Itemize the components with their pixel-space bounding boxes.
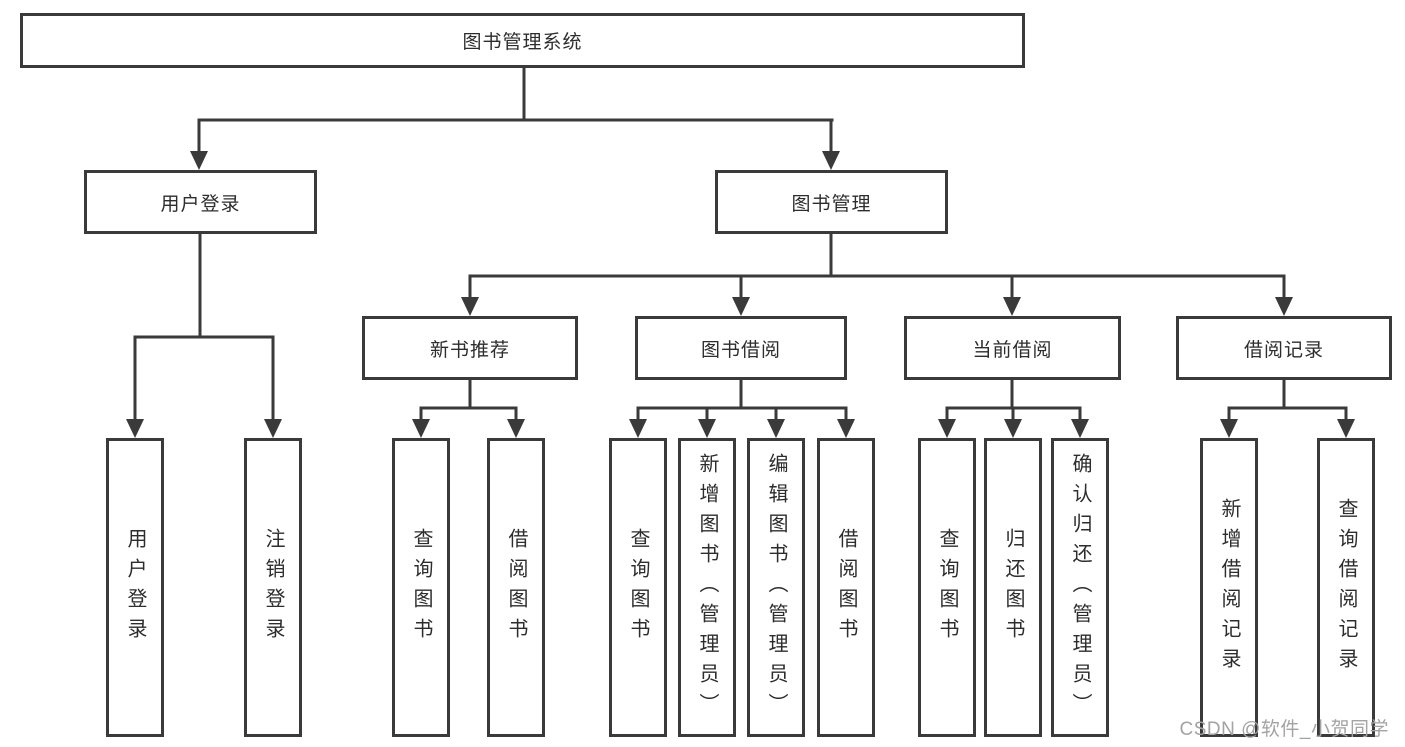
arrowhead <box>461 297 479 316</box>
leaf-borrow-books-recommend: 借阅图书 <box>487 438 545 737</box>
root-node-label: 图书管理系统 <box>462 32 583 53</box>
arrowhead <box>732 297 750 316</box>
leaf-borrow-books-recommend-label: 借阅图书 <box>505 527 527 648</box>
connector-book-borrow-to-leaves <box>636 380 848 420</box>
arrowhead <box>698 419 716 438</box>
node-borrow-records-label: 借阅记录 <box>1243 339 1324 361</box>
node-book-borrow: 图书借阅 <box>635 316 847 380</box>
leaf-query-books-current-label: 查询图书 <box>936 527 958 648</box>
node-current-borrow: 当前借阅 <box>904 316 1121 380</box>
node-book-borrow-label: 图书借阅 <box>700 339 781 361</box>
node-book-management: 图书管理 <box>715 170 948 234</box>
leaf-query-books-current: 查询图书 <box>918 438 976 737</box>
leaf-add-borrow-record: 新增借阅记录 <box>1200 438 1258 737</box>
leaf-query-borrow-record: 查询借阅记录 <box>1317 438 1375 737</box>
node-book-management-label: 图书管理 <box>791 193 872 215</box>
leaf-edit-books-admin: 编辑图书（管理员） <box>747 438 805 737</box>
node-user-login: 用户登录 <box>84 170 317 234</box>
connector-book-management-to-level3 <box>468 234 1286 298</box>
root-node: 图书管理系统 <box>20 13 1025 68</box>
arrowhead <box>1003 297 1021 316</box>
leaf-return-books-label: 归还图书 <box>1002 527 1024 648</box>
leaf-user-login: 用户登录 <box>106 438 164 737</box>
leaf-return-books: 归还图书 <box>984 438 1042 737</box>
leaf-confirm-return-admin: 确认归还（管理员） <box>1051 438 1109 737</box>
node-borrow-records: 借阅记录 <box>1176 316 1392 380</box>
leaf-add-books-admin: 新增图书（管理员） <box>678 438 736 737</box>
arrowhead <box>412 419 430 438</box>
leaf-borrow-books: 借阅图书 <box>817 438 875 737</box>
arrowhead <box>767 419 785 438</box>
arrowhead <box>822 151 840 170</box>
leaf-query-books-borrow: 查询图书 <box>609 438 667 737</box>
arrowhead <box>1220 419 1238 438</box>
arrowhead <box>1071 419 1089 438</box>
arrowhead <box>1337 419 1355 438</box>
leaf-query-books-recommend-label: 查询图书 <box>410 527 432 648</box>
connector-current-borrow-to-leaves <box>945 380 1082 420</box>
arrowhead <box>264 419 282 438</box>
leaf-edit-books-admin-label: 编辑图书（管理员） <box>765 452 787 723</box>
leaf-borrow-books-label: 借阅图书 <box>835 527 857 648</box>
leaf-user-login-label: 用户登录 <box>124 527 146 648</box>
connector-borrow-records-to-leaves <box>1227 380 1348 420</box>
leaf-query-books-recommend: 查询图书 <box>392 438 450 737</box>
arrowhead <box>1275 297 1293 316</box>
arrowhead <box>837 419 855 438</box>
leaf-logout: 注销登录 <box>244 438 302 737</box>
connector-root-to-level2 <box>197 68 834 152</box>
node-new-book-recommend: 新书推荐 <box>362 316 578 380</box>
connector-new-book-recommend-to-leaves <box>419 380 518 420</box>
arrowhead <box>507 419 525 438</box>
leaf-confirm-return-admin-label: 确认归还（管理员） <box>1069 452 1091 723</box>
arrowheads <box>126 151 1355 438</box>
arrowhead <box>629 419 647 438</box>
leaf-add-borrow-record-label: 新增借阅记录 <box>1218 497 1240 678</box>
watermark-text: CSDN @软件_小贺同学 <box>1179 719 1389 740</box>
node-user-login-label: 用户登录 <box>160 193 241 215</box>
arrowhead <box>938 419 956 438</box>
node-current-borrow-label: 当前借阅 <box>972 339 1053 361</box>
node-new-book-recommend-label: 新书推荐 <box>429 339 510 361</box>
leaf-add-books-admin-label: 新增图书（管理员） <box>696 452 718 723</box>
leaf-logout-label: 注销登录 <box>262 527 284 648</box>
leaf-query-borrow-record-label: 查询借阅记录 <box>1335 497 1357 678</box>
arrowhead <box>1004 419 1022 438</box>
leaf-query-books-borrow-label: 查询图书 <box>627 527 649 648</box>
connector-user-login-to-leaves <box>133 234 275 420</box>
arrowhead <box>190 151 208 170</box>
arrowhead <box>126 419 144 438</box>
